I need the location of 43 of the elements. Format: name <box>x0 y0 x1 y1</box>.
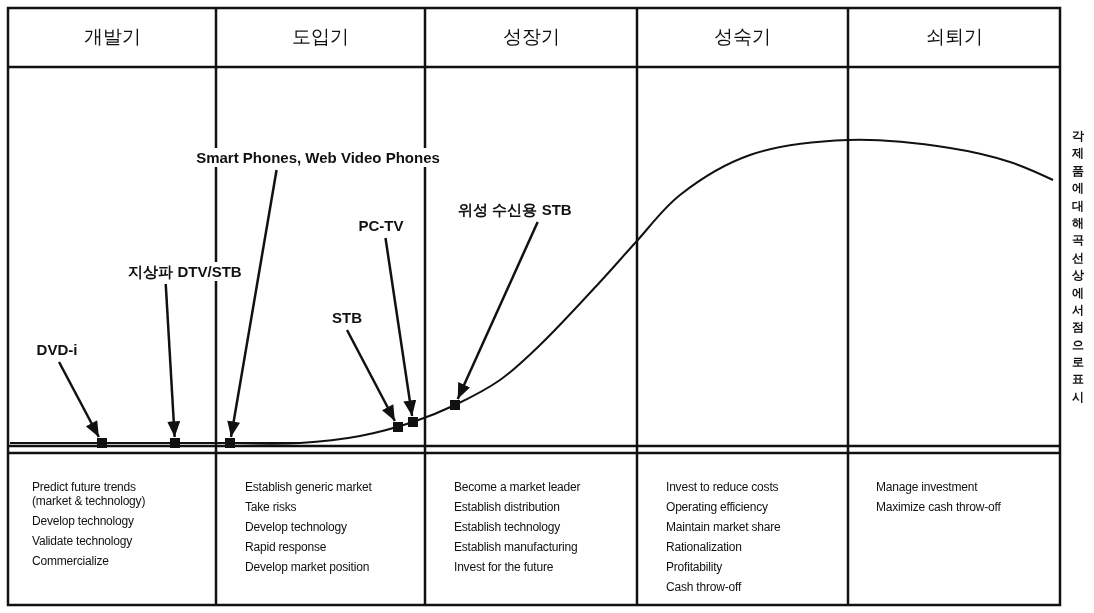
strategy-item: Predict future trends (market & technology) <box>32 480 147 508</box>
strategy-item: Rationalization <box>666 540 742 554</box>
leader-arrow <box>345 329 396 422</box>
strategy-item: Establish generic market <box>245 480 372 494</box>
strategy-item: Maintain market share <box>666 520 781 534</box>
leader-arrow <box>227 169 278 438</box>
curve-point <box>450 400 460 410</box>
curve-point <box>170 438 180 448</box>
strategy-item: Manage investment <box>876 480 978 494</box>
leader-arrow <box>384 237 417 417</box>
strategy-item: Establish manufacturing <box>454 540 578 554</box>
strategy-item: Develop technology <box>245 520 347 534</box>
strategy-item: Become a market leader <box>454 480 581 494</box>
stage-header: 성숙기 <box>713 24 772 49</box>
strategy-item: Establish technology <box>454 520 561 534</box>
leader-arrow <box>57 361 100 438</box>
curve-point <box>225 438 235 448</box>
strategy-item: Cash throw-off <box>666 580 741 594</box>
vertical-note: 각제품에 대해 곡선상에서 점으로 표시 <box>1072 128 1084 406</box>
strategy-item: Profitability <box>666 560 723 574</box>
strategy-item: Validate technology <box>32 534 133 548</box>
leader-arrow <box>164 283 181 438</box>
strategy-item: Maximize cash throw-off <box>876 500 1001 514</box>
curve-point <box>408 417 418 427</box>
stage-header: 쇠퇴기 <box>924 24 984 49</box>
strategy-item: Invest to reduce costs <box>666 480 779 494</box>
stage-header: 개발기 <box>82 24 142 49</box>
leader-arrow <box>456 221 539 400</box>
strategy-item: Commercialize <box>32 554 109 568</box>
strategy-item: Develop market position <box>245 560 370 574</box>
callout-label: Smart Phones, Web Video Phones <box>196 148 440 167</box>
strategy-item: Develop technology <box>32 514 134 528</box>
stage-header: 도입기 <box>291 24 350 49</box>
strategy-item: Take risks <box>245 500 297 514</box>
strategy-item: Operating efficiency <box>666 500 768 514</box>
strategy-item: Rapid response <box>245 540 327 554</box>
callout-label: 위성 수신용 STB <box>458 200 572 219</box>
curve-point <box>97 438 107 448</box>
stage-header: 성장기 <box>501 24 561 49</box>
strategy-item: Establish distribution <box>454 500 560 514</box>
curve-point <box>393 422 403 432</box>
callout-label: 지상파 DTV/STB <box>128 262 242 281</box>
strategy-item: Invest for the future <box>454 560 554 574</box>
